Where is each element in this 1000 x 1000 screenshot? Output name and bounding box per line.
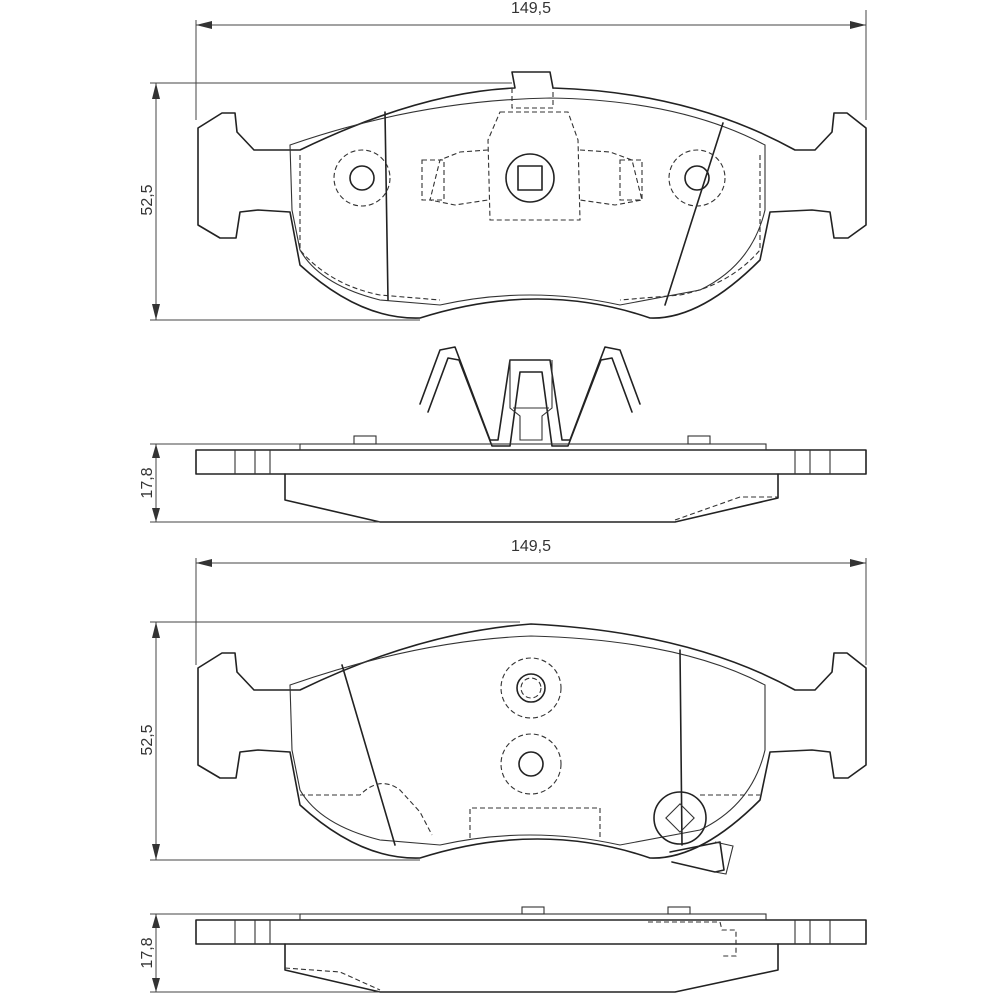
top-width-label: 149,5 [511,0,551,17]
top-width-dimension: 149,5 [195,0,867,120]
top-friction-material [289,97,766,306]
top-pad-side-view [195,346,867,523]
top-height-label: 52,5 [139,184,156,215]
bottom-pad-front-view [197,623,867,875]
top-backing-plate [197,71,867,319]
top-spring-clip [419,346,641,447]
bottom-width-dimension: 149,5 [195,538,867,665]
bottom-height-dimension: 52,5 [139,621,520,861]
bottom-height-label: 52,5 [139,724,156,755]
top-thickness-label: 17,8 [139,467,156,498]
top-height-dimension: 52,5 [139,82,512,321]
bottom-thickness-label: 17,8 [139,937,156,968]
bottom-thickness-dimension: 17,8 [139,913,380,993]
bottom-width-label: 149,5 [511,538,551,555]
bottom-wear-sensor [653,791,707,845]
top-thickness-dimension: 17,8 [139,443,380,523]
bottom-backing-plate [197,623,867,859]
bottom-friction-material [289,635,766,846]
top-pad-front-view [197,71,867,319]
bottom-pad-side-view [195,906,867,993]
